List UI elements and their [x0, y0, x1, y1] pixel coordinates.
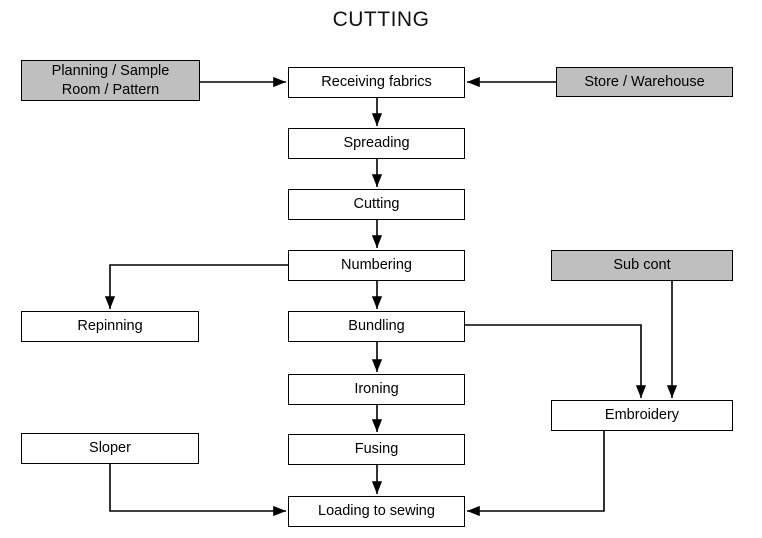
node-cutting-label: Cutting: [353, 196, 400, 213]
connector-sloper-to-loading: [109, 464, 286, 517]
node-cutting[interactable]: Cutting: [288, 189, 465, 220]
node-subcont[interactable]: Sub cont: [551, 250, 733, 281]
node-bundling[interactable]: Bundling: [288, 311, 465, 342]
node-fusing-label: Fusing: [354, 441, 399, 458]
node-spreading[interactable]: Spreading: [288, 128, 465, 159]
node-planning-label: Planning / Sample Room / Pattern: [51, 62, 170, 98]
node-numbering-label: Numbering: [341, 257, 412, 274]
node-ironing[interactable]: Ironing: [288, 374, 465, 405]
node-numbering[interactable]: Numbering: [288, 250, 465, 281]
node-store-label: Store / Warehouse: [584, 73, 705, 90]
page-title: CUTTING: [332, 8, 430, 31]
node-repinning-label: Repinning: [77, 318, 143, 335]
node-embroidery[interactable]: Embroidery: [551, 400, 733, 431]
connector-numbering-to-repinning: [104, 264, 288, 309]
connector-bundling-to-embroidery: [465, 324, 647, 398]
node-subcont-label: Sub cont: [613, 257, 671, 274]
node-loading[interactable]: Loading to sewing: [288, 496, 465, 527]
node-bundling-label: Bundling: [348, 318, 405, 335]
node-repinning[interactable]: Repinning: [21, 311, 199, 342]
node-spreading-label: Spreading: [343, 135, 410, 152]
node-receiving[interactable]: Receiving fabrics: [288, 67, 465, 98]
node-sloper-label: Sloper: [89, 440, 131, 457]
node-receiving-label: Receiving fabrics: [321, 74, 432, 91]
node-store[interactable]: Store / Warehouse: [556, 67, 733, 97]
node-planning[interactable]: Planning / Sample Room / Pattern: [21, 60, 200, 101]
connector-embroidery-to-loading: [467, 431, 605, 517]
node-sloper[interactable]: Sloper: [21, 433, 199, 464]
node-embroidery-label: Embroidery: [604, 407, 680, 424]
node-ironing-label: Ironing: [354, 381, 399, 398]
node-fusing[interactable]: Fusing: [288, 434, 465, 465]
node-loading-label: Loading to sewing: [318, 503, 435, 520]
